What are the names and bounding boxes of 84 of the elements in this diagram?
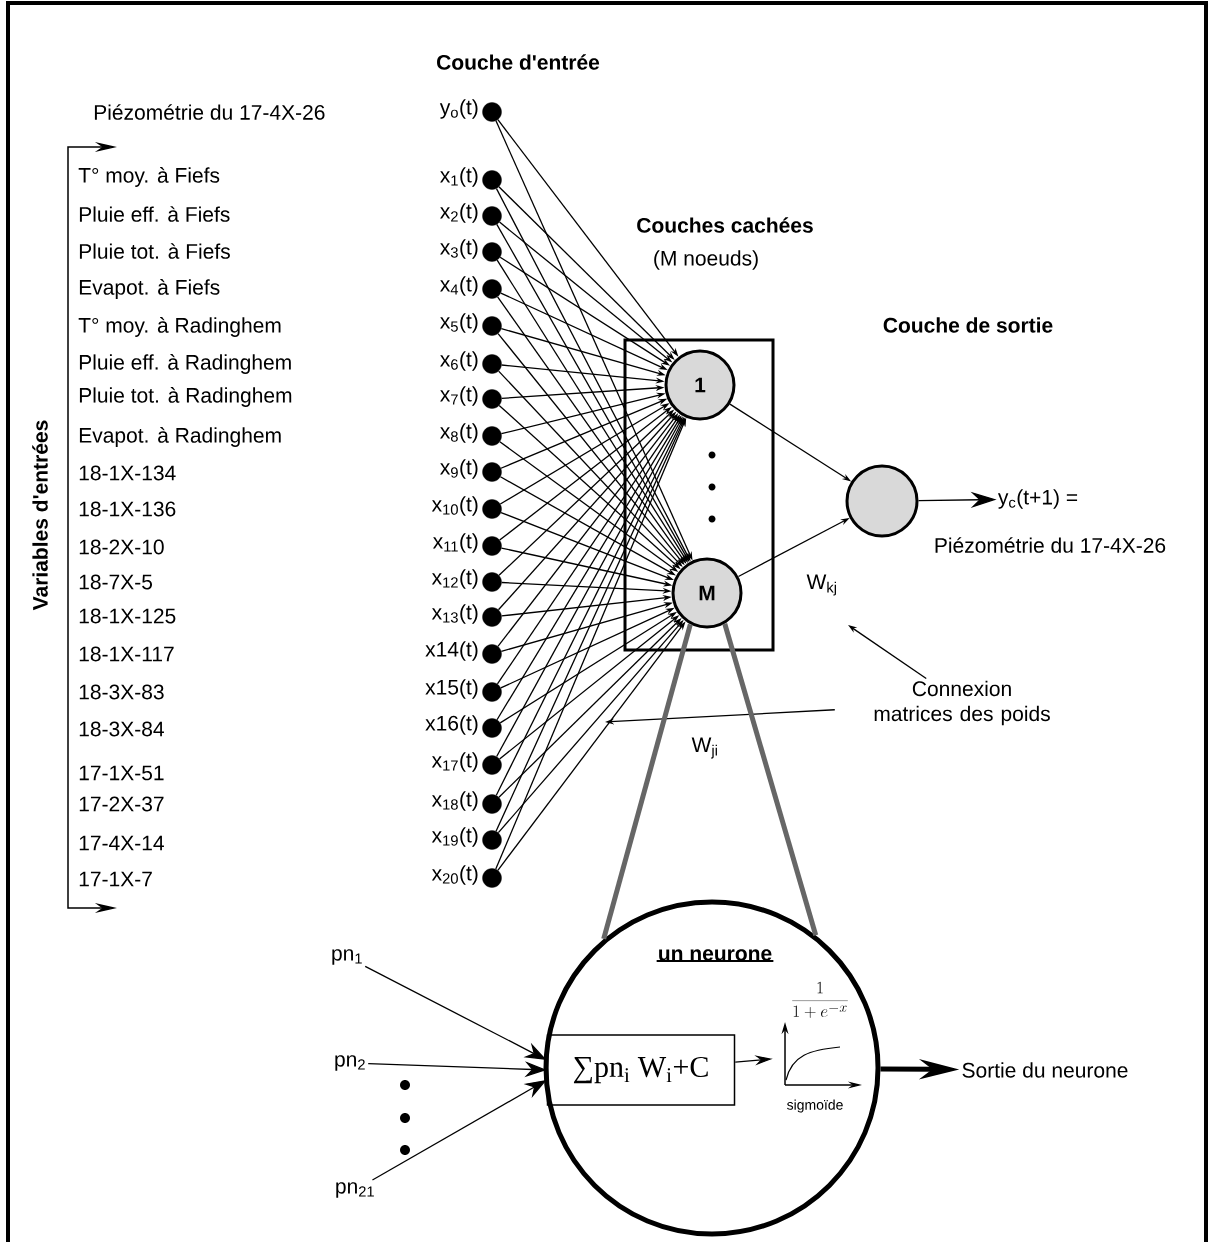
input-dot [482,316,502,336]
variable-name: Piézométrie du 17-4X-26 [94,104,325,120]
variable-symbol: x$_{2}$(t) [440,203,478,223]
variable-symbol: x$_{6}$(t) [440,351,478,371]
input-dot [482,644,502,664]
input-label: pn$_{2}$ [335,1055,365,1071]
output-description: Piézométrie du 17-4X-26 [935,537,1166,553]
variable-symbol: x$_{19}$(t) [431,827,478,847]
layer-heading: Couche d'entrée [437,54,600,70]
input-label: pn$_{21}$ [336,1182,374,1198]
variable-symbol: x$_{20}$(t) [431,865,478,885]
input-dot [482,755,502,775]
node-label: $\frac{1}{1+e^{-x}}$ [792,981,848,1018]
variable-name: 17-1X-7 [79,871,152,887]
variable-name: 18-1X-117 [79,646,174,662]
variable-symbol: x$_{9}$(t) [440,459,478,479]
input-dot [482,462,502,482]
variable-name: 18-3X-84 [79,721,164,737]
variable-symbol: x$_{11}$(t) [432,533,478,553]
variable-symbol: x$_{5}$(t) [440,313,478,333]
layer-heading: Couches cachées [637,217,813,233]
input-dot [482,242,502,262]
variable-name: Evapot. à Fiefs [79,279,220,299]
variable-name: 18-3X-83 [79,684,164,700]
variable-symbol: x$_{7}$(t) [440,386,478,406]
layer-note: (M noeuds) [654,250,758,270]
input-dot [482,389,502,409]
input-dot [482,499,502,519]
variable-symbol: x$_{1}$(t) [440,167,478,187]
variable-name: 18-1X-125 [79,608,176,624]
variable-symbol: x$_{10}$(t) [431,496,478,516]
variable-name: Pluie eff. à Fiefs [79,206,230,222]
variable-name: Pluie tot. à Fiefs [79,243,230,259]
variable-name: T° moy. à Fiefs [78,167,220,187]
variable-name: 17-1X-51 [79,765,164,781]
variable-name: Pluie tot. à Radinghem [79,387,292,407]
input-dot [482,206,502,226]
summation-box: ∑pn$_{i}$ W$_{i}$+C [546,1034,736,1106]
output-neuron-circle [845,464,919,538]
variable-name: Evapot. à Radinghem [79,427,281,447]
node-label: sigmoïde [787,1099,843,1113]
input-dot [482,354,502,374]
variable-name: T° moy. à Radinghem [78,317,281,337]
variable-name: 18-2X-10 [79,539,164,555]
input-dot [482,426,502,446]
input-dot [482,279,502,299]
variable-symbol: y$_{o}$(t) [439,99,478,119]
variable-name: Pluie eff. à Radinghem [79,354,291,374]
layer-heading: Couche de sortie [883,317,1053,333]
weight-label: W$_{ji}$ [691,737,717,759]
variable-name: 18-1X-134 [79,465,176,481]
input-dot [482,536,502,556]
hidden-layer-box [623,338,775,652]
output-text: Sortie du neurone [962,1062,1128,1078]
variable-symbol: x15(t) [425,679,478,699]
variable-symbol: x$_{3}$(t) [440,239,478,259]
input-dot [482,794,502,814]
variable-name: 17-4X-14 [79,835,164,851]
variable-symbol: x$_{17}$(t) [431,752,478,772]
connector-line [601,623,693,940]
connector-line [722,623,819,936]
variable-symbol: x$_{13}$(t) [431,604,478,624]
input-dot [482,572,502,592]
output-text: y$_{c}$(t+1) = [997,489,1078,509]
variable-symbol: x$_{8}$(t) [440,423,478,443]
variable-symbol: x$_{12}$(t) [431,569,478,589]
variable-name: 17-2X-37 [79,796,164,812]
annotation-text: Connexion matrices des poids [874,680,1050,726]
input-dot [482,868,502,888]
input-dot [482,830,502,850]
weight-label: W$_{kj}$ [806,574,836,596]
input-dot [482,102,502,122]
variable-symbol: x$_{4}$(t) [440,276,478,296]
variable-symbol: x$_{18}$(t) [431,791,478,811]
variable-name: 18-7X-5 [79,574,152,590]
input-dot [482,607,502,627]
input-dot [482,718,502,738]
input-dot [482,170,502,190]
variable-symbol: x14(t) [425,641,478,661]
input-label: pn$_{1}$ [332,949,362,965]
variable-symbol: x16(t) [425,715,478,735]
variable-name: 18-1X-136 [79,501,176,517]
input-dot [482,682,502,702]
axis-title: Variables d'entrées [32,420,48,611]
